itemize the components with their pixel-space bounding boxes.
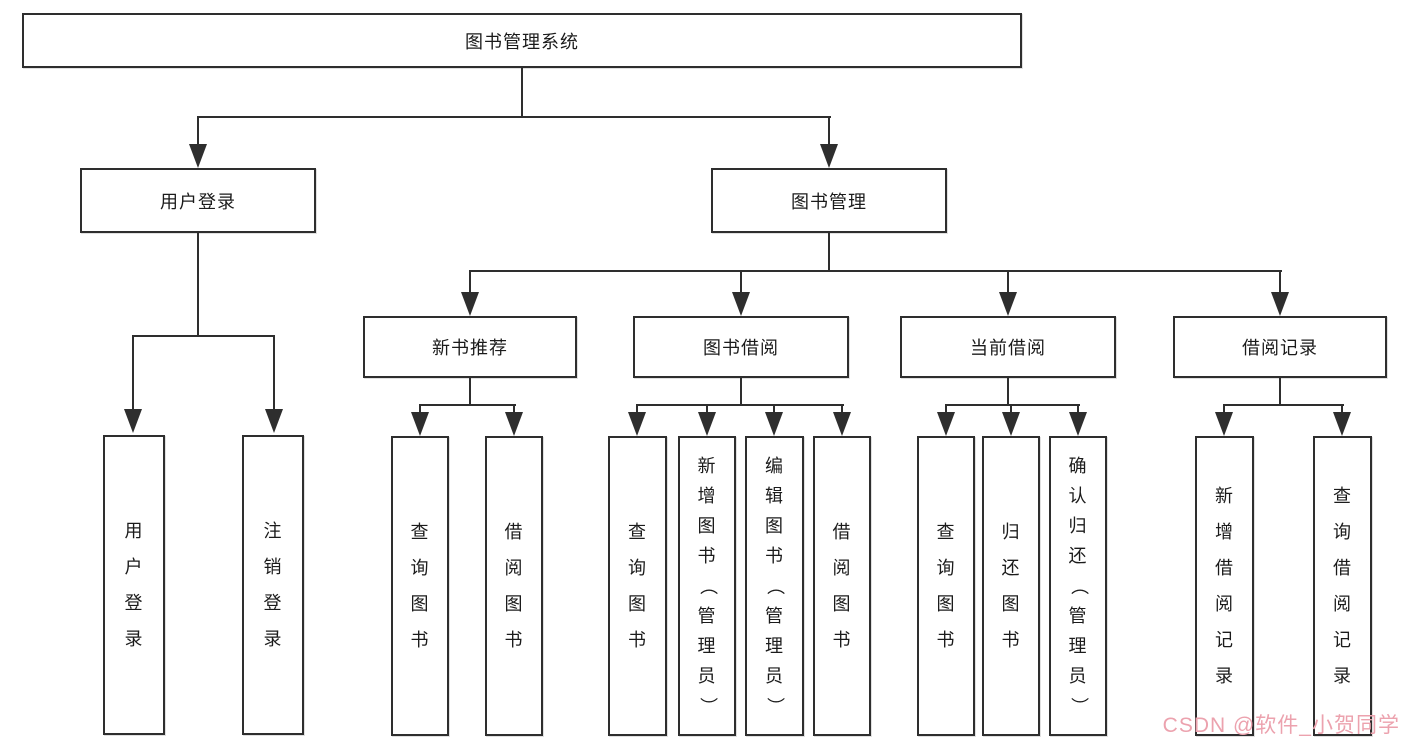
leaf-borrow-books-label: 借阅图书: [832, 521, 852, 650]
arrow-down-icon: [1333, 412, 1351, 436]
connector-line: [945, 405, 947, 413]
node-new-book-recommend-label: 新书推荐: [432, 338, 508, 358]
arrow-down-icon: [1215, 412, 1233, 436]
leaf-add-borrow-record-label: 新增借阅记录: [1215, 485, 1234, 686]
arrow-down-icon: [1271, 292, 1289, 316]
leaf-query-books-borrow-label: 查询图书: [628, 521, 647, 650]
leaf-query-books-recommend: 查询图书: [391, 436, 449, 736]
connector-line: [636, 404, 844, 406]
arrow-down-icon: [461, 292, 479, 316]
leaf-query-books-borrow: 查询图书: [608, 436, 667, 736]
arrow-down-icon: [265, 409, 283, 433]
leaf-edit-books-admin-label: 编辑图书（管理员）: [765, 455, 785, 716]
connector-line: [945, 404, 1080, 406]
leaf-borrow-books-recommend-label: 借阅图书: [504, 521, 524, 650]
arrow-down-icon: [411, 412, 429, 436]
arrow-down-icon: [189, 144, 207, 168]
connector-line: [273, 336, 275, 409]
connector-line: [828, 117, 830, 145]
connector-line: [1279, 378, 1281, 405]
node-new-book-recommend: 新书推荐: [363, 316, 577, 378]
connector-line: [197, 233, 199, 336]
leaf-logout-label: 注销登录: [263, 520, 283, 649]
leaf-edit-books-admin: 编辑图书（管理员）: [745, 436, 804, 736]
leaf-query-books-current: 查询图书: [917, 436, 975, 736]
arrow-down-icon: [1069, 412, 1087, 436]
arrow-down-icon: [124, 409, 142, 433]
connector-line: [773, 405, 775, 413]
node-root: 图书管理系统: [22, 13, 1022, 68]
connector-line: [740, 271, 742, 293]
connector-line: [419, 404, 516, 406]
arrow-down-icon: [628, 412, 646, 436]
connector-line: [132, 335, 275, 337]
arrow-down-icon: [505, 412, 523, 436]
connector-line: [513, 405, 515, 413]
leaf-return-books: 归还图书: [982, 436, 1040, 736]
leaf-query-borrow-record-label: 查询借阅记录: [1333, 485, 1352, 686]
leaf-query-borrow-record: 查询借阅记录: [1313, 436, 1372, 736]
connector-line: [1007, 271, 1009, 293]
node-current-borrow-label: 当前借阅: [970, 338, 1046, 358]
leaf-borrow-books: 借阅图书: [813, 436, 871, 736]
arrow-down-icon: [698, 412, 716, 436]
connector-line: [1010, 405, 1012, 413]
connector-line: [132, 336, 134, 409]
connector-line: [1077, 405, 1079, 413]
node-book-management: 图书管理: [711, 168, 947, 233]
node-book-management-label: 图书管理: [791, 191, 867, 212]
connector-line: [841, 405, 843, 413]
connector-line: [469, 378, 471, 405]
leaf-query-books-current-label: 查询图书: [936, 521, 956, 650]
connector-line: [197, 117, 199, 145]
leaf-add-borrow-record: 新增借阅记录: [1195, 436, 1254, 736]
connector-line: [636, 405, 638, 413]
connector-line: [469, 271, 471, 293]
arrow-down-icon: [937, 412, 955, 436]
node-root-label: 图书管理系统: [465, 31, 579, 52]
leaf-confirm-return-admin-label: 确认归还（管理员）: [1068, 455, 1089, 716]
node-user-login-label: 用户登录: [160, 191, 236, 212]
leaf-query-books-recommend-label: 查询图书: [410, 521, 430, 650]
leaf-user-login: 用户登录: [103, 435, 165, 735]
connector-line: [706, 405, 708, 413]
connector-line: [1223, 404, 1344, 406]
arrow-down-icon: [999, 292, 1017, 316]
leaf-add-books-admin-label: 新增图书（管理员）: [697, 455, 718, 716]
arrow-down-icon: [833, 412, 851, 436]
arrow-down-icon: [1002, 412, 1020, 436]
connector-line: [419, 405, 421, 413]
leaf-user-login-label: 用户登录: [124, 520, 144, 649]
node-current-borrow: 当前借阅: [900, 316, 1116, 378]
connector-line: [740, 378, 742, 405]
arrow-down-icon: [765, 412, 783, 436]
connector-line: [1279, 271, 1281, 293]
leaf-borrow-books-recommend: 借阅图书: [485, 436, 543, 736]
connector-line: [469, 270, 1282, 272]
connector-line: [1223, 405, 1225, 413]
node-borrow-records: 借阅记录: [1173, 316, 1387, 378]
node-borrow-records-label: 借阅记录: [1242, 338, 1318, 358]
connector-line: [521, 68, 523, 117]
connector-line: [828, 233, 830, 271]
arrow-down-icon: [820, 144, 838, 168]
node-user-login: 用户登录: [80, 168, 316, 233]
connector-line: [1341, 405, 1343, 413]
leaf-confirm-return-admin: 确认归还（管理员）: [1049, 436, 1107, 736]
leaf-return-books-label: 归还图书: [1001, 521, 1021, 650]
connector-line: [1007, 378, 1009, 405]
node-book-borrow: 图书借阅: [633, 316, 849, 378]
node-book-borrow-label: 图书借阅: [703, 338, 779, 358]
leaf-logout: 注销登录: [242, 435, 304, 735]
leaf-add-books-admin: 新增图书（管理员）: [678, 436, 736, 736]
csdn-watermark: CSDN @软件_小贺同学: [1162, 714, 1400, 737]
arrow-down-icon: [732, 292, 750, 316]
connector-line: [197, 116, 831, 118]
